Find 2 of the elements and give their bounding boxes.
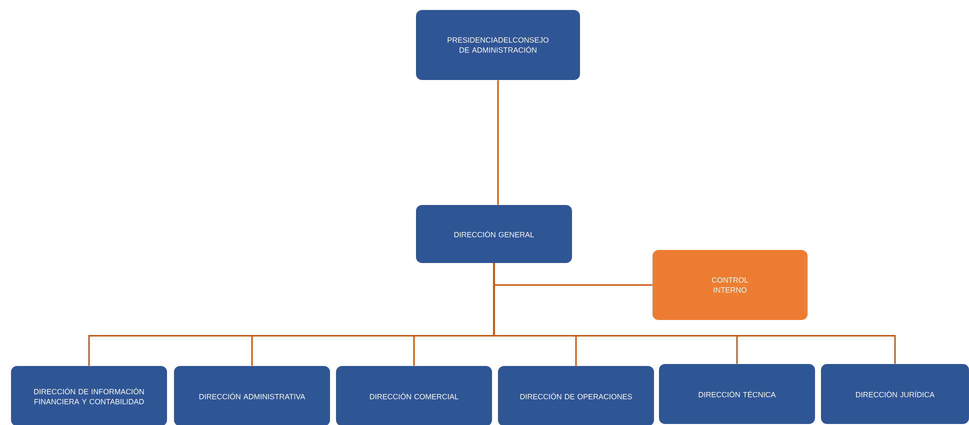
connector-line (497, 80, 499, 205)
connector-line (493, 263, 896, 364)
